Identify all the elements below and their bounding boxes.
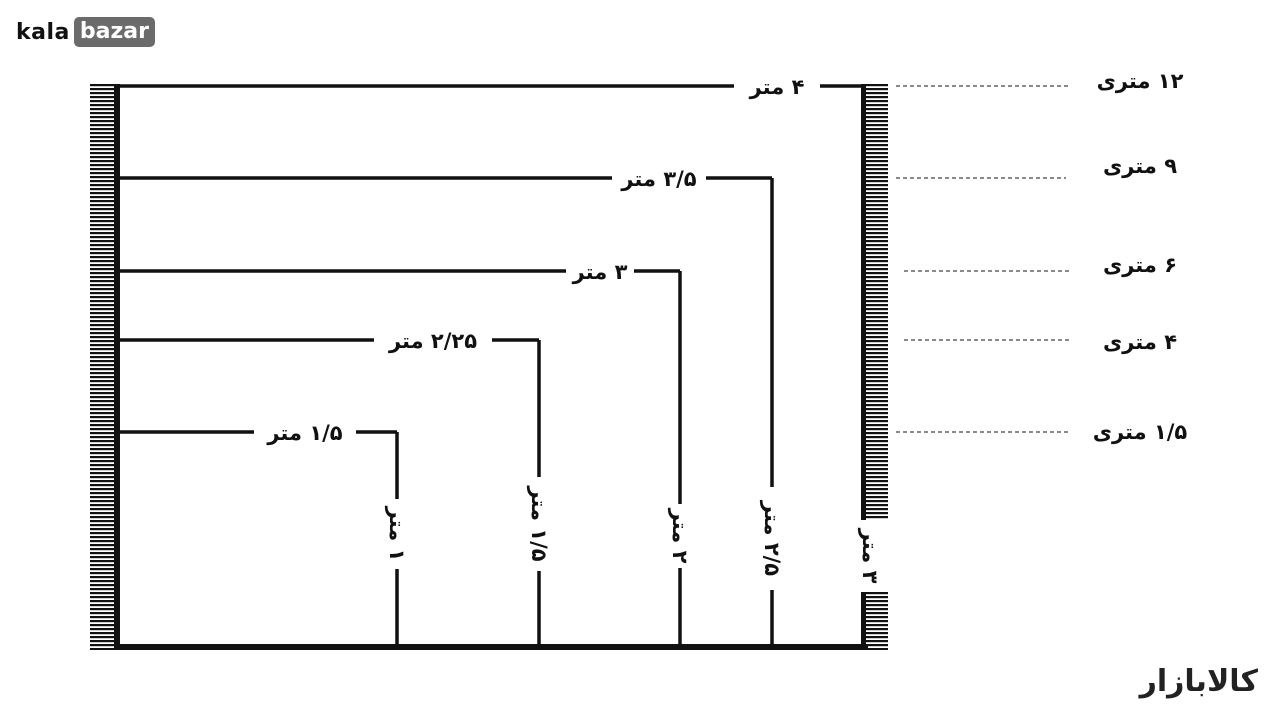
- width-label-3: ۳ متر: [572, 260, 628, 284]
- area-label-2: ۹ متری: [1103, 154, 1177, 178]
- length-label-2: ۲/۵ متر: [760, 500, 784, 576]
- bottom-edge: [114, 644, 868, 650]
- size-guides: ۴ متر ۳ متر ۱۲ متری ۳/۵ متر ۲/۵ متر ۹ متری ۳ م…: [118, 69, 1187, 646]
- length-label-4: ۱/۵ متر: [527, 485, 551, 561]
- area-label-4: ۴ متری: [1103, 330, 1177, 354]
- length-label-5: ۱ متر: [385, 506, 409, 562]
- width-label-4: ۲/۲۵ متر: [388, 329, 477, 353]
- right-fringe-top: [864, 84, 888, 520]
- area-label-1: ۱۲ متری: [1097, 69, 1184, 93]
- kalabazar-logo: kala bazar: [16, 17, 155, 47]
- right-fringe-bottom: [864, 592, 888, 650]
- length-label-1: ۳ متر: [858, 528, 882, 584]
- right-edge-top: [861, 84, 866, 520]
- width-label-1: ۴ متر: [749, 75, 805, 99]
- right-edge-bottom: [861, 592, 866, 650]
- persian-logo: کالابازار: [1139, 664, 1259, 699]
- area-label-3: ۶ متری: [1103, 253, 1177, 277]
- width-label-2: ۳/۵ متر: [620, 167, 696, 191]
- width-label-5: ۱/۵ متر: [266, 421, 342, 445]
- logo-kala-text: kala: [16, 19, 70, 45]
- logo-bazar-text: bazar: [73, 17, 155, 47]
- length-label-3: ۲ متر: [668, 508, 692, 564]
- left-edge: [114, 84, 120, 650]
- left-fringe: [90, 84, 114, 650]
- area-label-5: ۱/۵ متری: [1093, 420, 1188, 444]
